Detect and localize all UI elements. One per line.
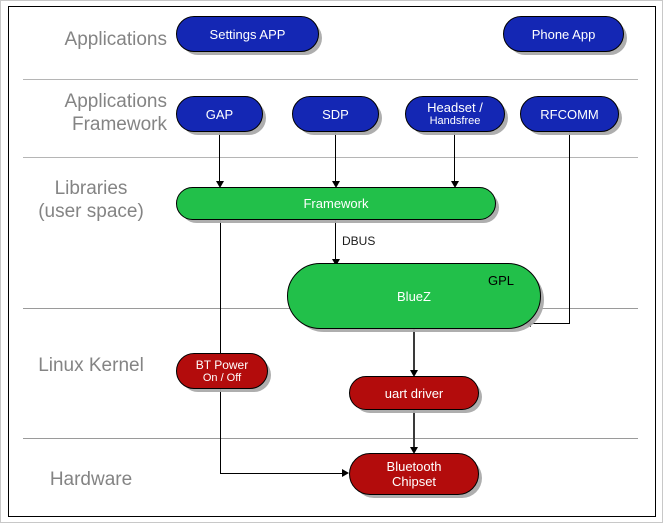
node-bluez-label: BlueZ	[397, 288, 431, 304]
connector-framework-to-chipset-vertical	[220, 219, 221, 474]
node-bluetooth-chipset-sublabel: Chipset	[391, 474, 437, 489]
diagram-frame	[8, 6, 656, 517]
node-settings-app[interactable]: Settings APP	[176, 16, 319, 52]
connector-rfcomm-to-bluez	[530, 323, 570, 324]
connector-framework-to-chipset-horizontal	[220, 473, 343, 474]
connector-bluez-to-uart	[413, 328, 415, 372]
node-bluetooth-chipset-label: Bluetooth	[386, 459, 442, 474]
node-bt-power-label: BT Power	[195, 357, 249, 372]
node-gap[interactable]: GAP	[176, 96, 263, 132]
divider-linux-kernel	[23, 438, 638, 439]
connector-headset-to-framework	[454, 132, 455, 182]
arrowhead-headset-to-framework	[451, 181, 459, 188]
node-framework-label: Framework	[303, 196, 369, 211]
arrowhead-gap-to-framework	[216, 181, 224, 188]
edge-label-dbus: DBUS	[342, 234, 376, 248]
node-bluetooth-chipset[interactable]: Bluetooth Chipset	[349, 453, 479, 495]
connector-uart-to-chipset	[413, 409, 415, 451]
node-gap-label: GAP	[205, 106, 234, 122]
connector-gap-to-framework	[219, 132, 220, 182]
node-phone-app[interactable]: Phone App	[503, 16, 624, 52]
node-headset-handsfree-sublabel: Handsfree	[429, 115, 481, 127]
layer-label-applications-framework: Applications Framework	[64, 91, 167, 135]
node-sdp-label: SDP	[322, 106, 349, 122]
connector-sdp-to-framework	[335, 132, 336, 182]
connector-framework-to-bluez	[335, 219, 336, 261]
node-uart-driver[interactable]: uart driver	[349, 376, 479, 410]
node-rfcomm[interactable]: RFCOMM	[520, 96, 619, 132]
divider-applications-framework	[23, 157, 638, 158]
node-bluez-gpl-badge: GPL	[487, 273, 514, 288]
node-bluez[interactable]: BlueZ GPL	[287, 263, 541, 329]
arrowhead-sdp-to-framework	[332, 181, 340, 188]
arrowhead-to-bluetooth-chipset	[342, 469, 349, 477]
node-phone-app-label: Phone App	[531, 26, 596, 42]
layer-label-hardware: Hardware	[49, 469, 133, 490]
node-sdp[interactable]: SDP	[292, 96, 379, 132]
node-headset-handsfree-label: Headset /	[427, 100, 483, 115]
connector-rfcomm-down	[569, 132, 570, 323]
layer-label-applications: Applications	[64, 29, 167, 50]
arrowhead-uart-to-chipset	[410, 447, 418, 454]
layer-label-libraries: Libraries (user space)	[38, 178, 144, 222]
arrowhead-rfcomm-to-bluez	[524, 319, 531, 327]
node-settings-app-label: Settings APP	[209, 26, 286, 42]
node-headset-handsfree[interactable]: Headset / Handsfree	[405, 96, 505, 132]
node-bt-power-sublabel: On / Off	[202, 371, 242, 384]
arrowhead-bluez-to-uart	[410, 370, 418, 377]
node-uart-driver-label: uart driver	[384, 385, 444, 401]
layer-label-linux-kernel: Linux Kernel	[38, 355, 144, 376]
node-rfcomm-label: RFCOMM	[540, 106, 599, 122]
divider-applications	[23, 79, 638, 80]
node-framework[interactable]: Framework	[176, 187, 496, 220]
node-bt-power[interactable]: BT Power On / Off	[176, 353, 268, 389]
